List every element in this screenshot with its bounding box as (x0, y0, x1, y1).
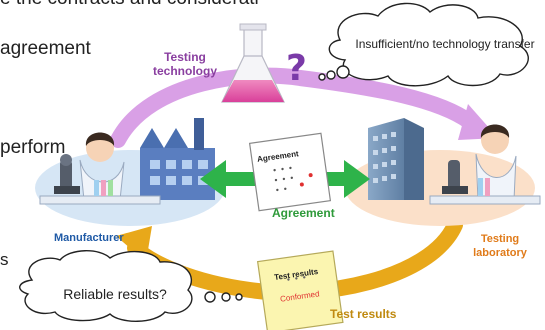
question-mark-icon: ? (286, 48, 307, 89)
thought-cloud-top-icon (318, 2, 529, 87)
manufacturer-scientist-icon (39, 132, 161, 205)
cloud-bottom-text: Reliable results? (63, 286, 167, 302)
slide-text-fragment-perform: perform (0, 137, 66, 158)
test-tubes-icon (94, 180, 113, 196)
testing-technology-label: Testing technology (152, 50, 217, 78)
testing-laboratory-label: Testing laboratory (473, 233, 527, 259)
agreement-document-icon (248, 132, 332, 212)
slide-text-fragment-agreement: agreement (0, 38, 91, 59)
office-building-icon (368, 118, 424, 200)
test-results-label: Test results (330, 307, 397, 321)
laboratory-scientist-icon (429, 124, 541, 205)
slide-text-fragment-s: s (0, 250, 9, 269)
technology-transfer-arrow (110, 67, 478, 148)
flask-icon (221, 23, 285, 103)
microscope-icon (54, 154, 80, 194)
factory-icon (140, 118, 215, 200)
manufacturer-label: Manufacturer (54, 232, 124, 244)
cloud-top-text: Insufficient/no technology transfer (355, 37, 535, 51)
agreement-label: Agreement (272, 206, 335, 220)
thought-cloud-bottom-icon (19, 250, 243, 322)
slide-text-fragment-top: e the contracts and considerati (0, 0, 259, 10)
results-document-icon (256, 250, 344, 330)
